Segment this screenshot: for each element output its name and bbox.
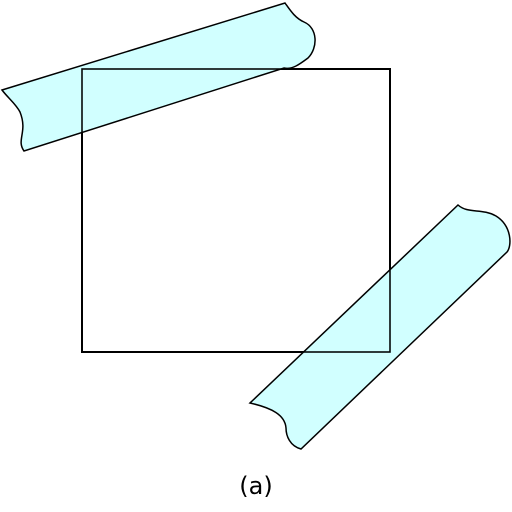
tape-strip-top — [0, 2, 316, 152]
tape-strip-bottom — [248, 203, 511, 450]
square-outline-overlay — [81, 68, 391, 353]
figure-caption: (a) — [239, 472, 273, 500]
